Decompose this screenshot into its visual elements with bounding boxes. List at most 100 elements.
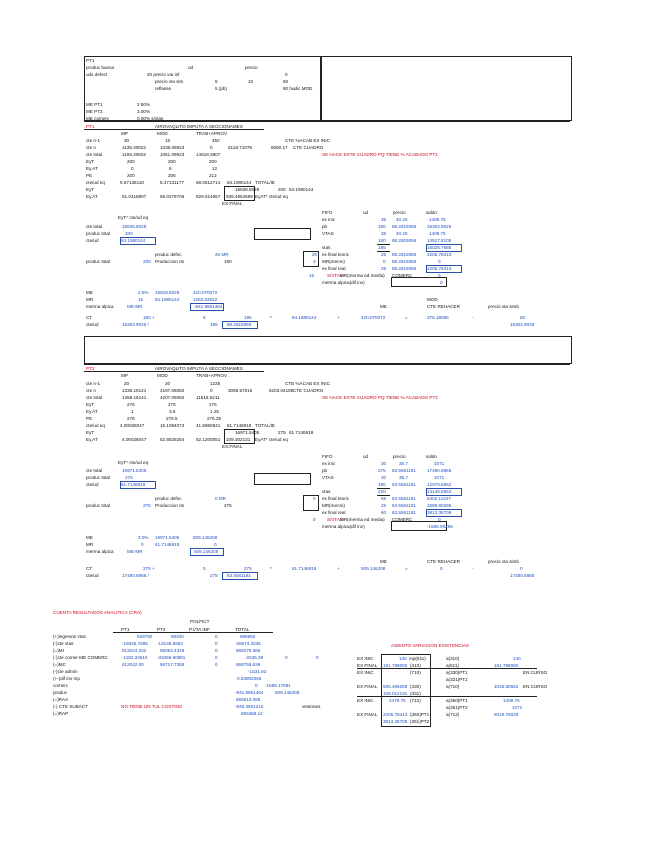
pt1-fifo-box (303, 251, 319, 267)
cell-text: 190 (378, 482, 386, 487)
pt2-result-box (224, 429, 255, 444)
cell-text: 3813.36708 (383, 719, 408, 724)
cell-text: 16836.8028 (235, 187, 260, 192)
cell-text: TRAB+APROV (196, 131, 228, 136)
cell-text: saldo (426, 210, 437, 215)
cell-text: MR(menm) (322, 259, 345, 264)
cell-text: produc total (86, 503, 111, 508)
cell-text: CT (86, 566, 93, 571)
cell-text: (351)PT2 (410, 719, 430, 724)
cell-text: ME (380, 304, 387, 309)
cell-text: CTE REHACER (427, 559, 460, 564)
cell-text: MR(merma ed media) (340, 273, 385, 278)
cell-text: 0 (313, 517, 316, 522)
cell-text: 16302.9026 (427, 224, 452, 229)
cell-text: 1408.75 (429, 217, 446, 222)
cell-text: AIROVAQLITO IMPUTA A SECCIONAMES (155, 366, 243, 371)
cell-text: 5.67136110 (120, 180, 144, 185)
cell-text: 20 MR (215, 252, 229, 257)
cell-text: 16971.5405 (155, 535, 180, 540)
cell-text: 865469.12 (241, 711, 263, 716)
cell-text: 88.2815056 (392, 259, 417, 264)
cell-text: -846.3851215 (235, 704, 264, 709)
pt1-blue-box (426, 265, 462, 273)
cell-text: 0 (383, 259, 386, 264)
cell-text: 0 (215, 634, 218, 639)
cell-text: SE HACE ESTE CUADRO PQ TIENE % ACABADO P… (322, 395, 438, 400)
cell-text: cte/ud (86, 573, 99, 578)
cell-text: EX INIC (357, 656, 374, 661)
pt1-blue-box (222, 321, 258, 329)
cell-text: 275 (278, 430, 286, 435)
cell-text: 0 (520, 566, 523, 571)
cell-text: merma alpica(dif inv) (322, 524, 365, 529)
cell-text: uds defect (86, 72, 108, 77)
asiento-box (381, 654, 431, 727)
cell-text: 61.7146918 (155, 542, 180, 547)
cell-text: 35 (381, 231, 387, 236)
cell-text: 0 (210, 145, 213, 150)
cell-text: = (405, 566, 408, 571)
cell-text: 200 (143, 259, 151, 264)
cell-text: -33456.60881 (157, 655, 186, 660)
cell-text: (-) CTE SUBACT (53, 704, 88, 709)
cell-text: Ey.AT (86, 194, 98, 199)
cell-text: FIFO (322, 454, 333, 459)
cell-text: P.VTA INF (189, 627, 210, 632)
cell-text: 1408.75 (429, 231, 446, 236)
cell-text: ME-MR (127, 549, 143, 554)
cell-text: produc buena (86, 65, 115, 70)
cell-text: MR(menm) (322, 503, 345, 508)
cell-text: 4.00028047 (120, 423, 145, 428)
pt1-header-box (84, 56, 322, 121)
cell-text: CTE CUADRO (293, 388, 324, 393)
cell-text: 40.25 (396, 217, 408, 222)
cell-text: MP (121, 131, 128, 136)
cell-text: 1071 (512, 705, 523, 710)
cell-text: PE (86, 416, 93, 421)
cell-text: 88.2815056 (392, 238, 417, 243)
cell-text: 868275.666 (236, 648, 261, 653)
cell-text: S/VTAS (327, 517, 343, 522)
cell-text: a(712) (446, 712, 460, 717)
cell-text: ME comerc (86, 116, 110, 121)
cell-text: 812042.00 (122, 662, 144, 667)
cell-text: EyAT* cte/ud eq (255, 437, 288, 442)
cell-text: 200 (168, 159, 176, 164)
cell-text: 1165.30822 (122, 152, 146, 157)
cell-text: 0.00% s/vtas (137, 116, 164, 121)
cell-text: 4207.06082 (160, 395, 185, 400)
pt1-result-box (224, 186, 255, 201)
cell-text: 275 (224, 503, 232, 508)
cell-text: EX INIC (357, 670, 374, 675)
cell-text: 16836.8028 (122, 224, 147, 229)
cell-text: EyT (86, 159, 95, 164)
cell-text: 40.25 (396, 231, 408, 236)
cell-text: 420.070072 (193, 290, 218, 295)
cell-text: 1051.09923 (160, 152, 185, 157)
cell-text: 84.1980144 (155, 297, 180, 302)
cell-text: vtas (322, 489, 331, 494)
cell-text: 5.47131177 (160, 180, 184, 185)
cell-text: 61.7146918 (227, 423, 252, 428)
cell-text: 1135.30822 (122, 145, 146, 150)
cell-text: 1262.03022 (193, 297, 218, 302)
cell-text: 0 (440, 566, 443, 571)
cell-text: 0 (285, 72, 288, 77)
cell-text: -13146.5652 (157, 641, 183, 646)
cell-text: 3.00% (137, 109, 151, 114)
cell-text: 509.146208 (193, 535, 218, 540)
cell-text: 0 (215, 662, 218, 667)
cell-text: precio (393, 454, 406, 459)
cell-text: 896950 (240, 634, 256, 639)
cell-text: TRAB+APROV (196, 373, 228, 378)
cell-text: VTAS (322, 475, 334, 480)
cell-text: AIROVAQLITO IMPUTA A SECCIONAMES (155, 124, 243, 129)
cell-text: 5 (pb) (215, 86, 228, 91)
cell-text: (=)MI (53, 648, 64, 653)
cell-text: (-)cte vtas (53, 641, 74, 646)
cell-text: 0 MR (215, 496, 226, 501)
cell-text: 6118.71078 (228, 145, 252, 150)
cell-text: EN CURSO (523, 670, 548, 675)
cell-text: 220 (378, 489, 386, 494)
